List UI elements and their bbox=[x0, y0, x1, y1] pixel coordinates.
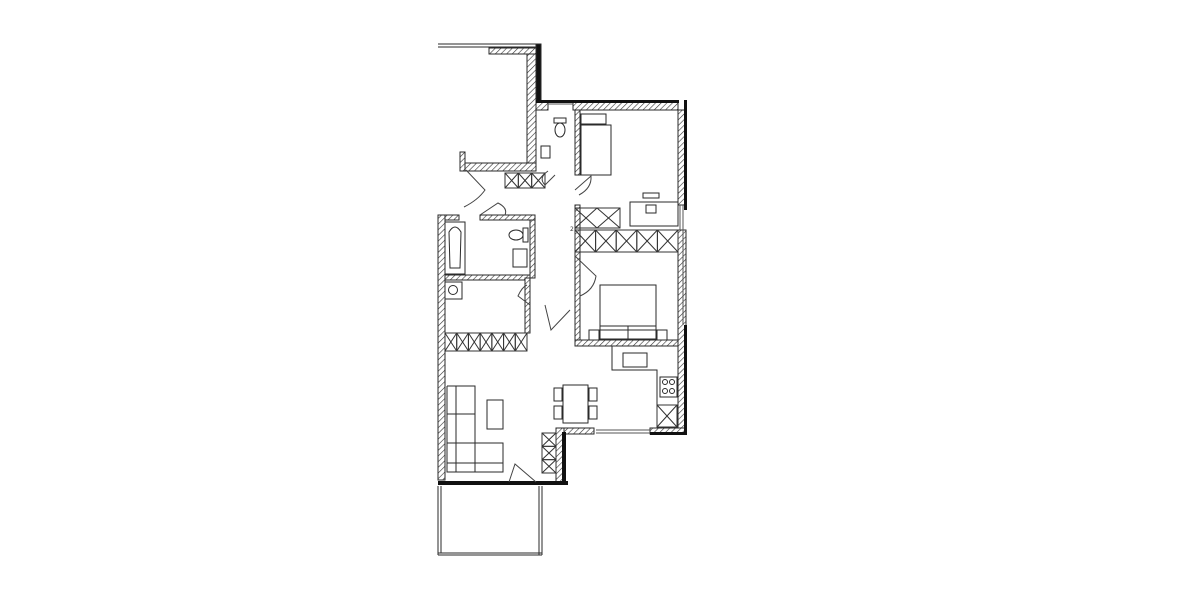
wardrobe-cross bbox=[456, 332, 469, 352]
bed-double bbox=[588, 284, 668, 341]
wardrobe-cell bbox=[531, 172, 546, 189]
wardrobe-cross bbox=[636, 229, 658, 253]
bed-single bbox=[580, 113, 612, 176]
walls bbox=[437, 53, 687, 484]
bathroom-toilet bbox=[508, 227, 529, 268]
wardrobe-cross bbox=[541, 432, 557, 447]
dining-table bbox=[553, 384, 598, 424]
wardrobe-cell bbox=[514, 332, 528, 352]
plan-marker-label: 2 bbox=[570, 226, 574, 233]
wardrobe-cross bbox=[541, 459, 557, 474]
doors bbox=[463, 169, 597, 483]
wardrobe-cross bbox=[504, 172, 519, 189]
wc-toilet bbox=[540, 117, 567, 159]
wardrobe-cell bbox=[541, 459, 557, 474]
balcony bbox=[437, 486, 543, 556]
sofa bbox=[446, 385, 504, 473]
wardrobe-cross bbox=[503, 332, 516, 352]
exterior-solid-walls bbox=[438, 100, 687, 485]
wardrobe-cross bbox=[444, 332, 458, 352]
wardrobe-cross bbox=[574, 229, 596, 253]
terrace bbox=[438, 43, 542, 107]
wardrobe-cross bbox=[514, 332, 528, 352]
wardrobe-cell bbox=[656, 229, 679, 253]
windows bbox=[548, 103, 684, 434]
wardrobe-cross bbox=[615, 229, 638, 253]
wardrobe-cross bbox=[657, 229, 679, 253]
wardrobe-cross bbox=[491, 332, 504, 352]
wardrobe-cross bbox=[541, 445, 557, 461]
desk bbox=[629, 192, 679, 227]
kitchen bbox=[611, 346, 678, 405]
bathtub bbox=[444, 221, 466, 275]
wardrobe-cross bbox=[479, 332, 493, 352]
wardrobe-cross bbox=[595, 229, 617, 253]
washing-machine bbox=[444, 281, 463, 300]
wardrobe-cross bbox=[468, 332, 481, 352]
wardrobes bbox=[444, 172, 679, 474]
wardrobe-cross bbox=[517, 172, 533, 189]
